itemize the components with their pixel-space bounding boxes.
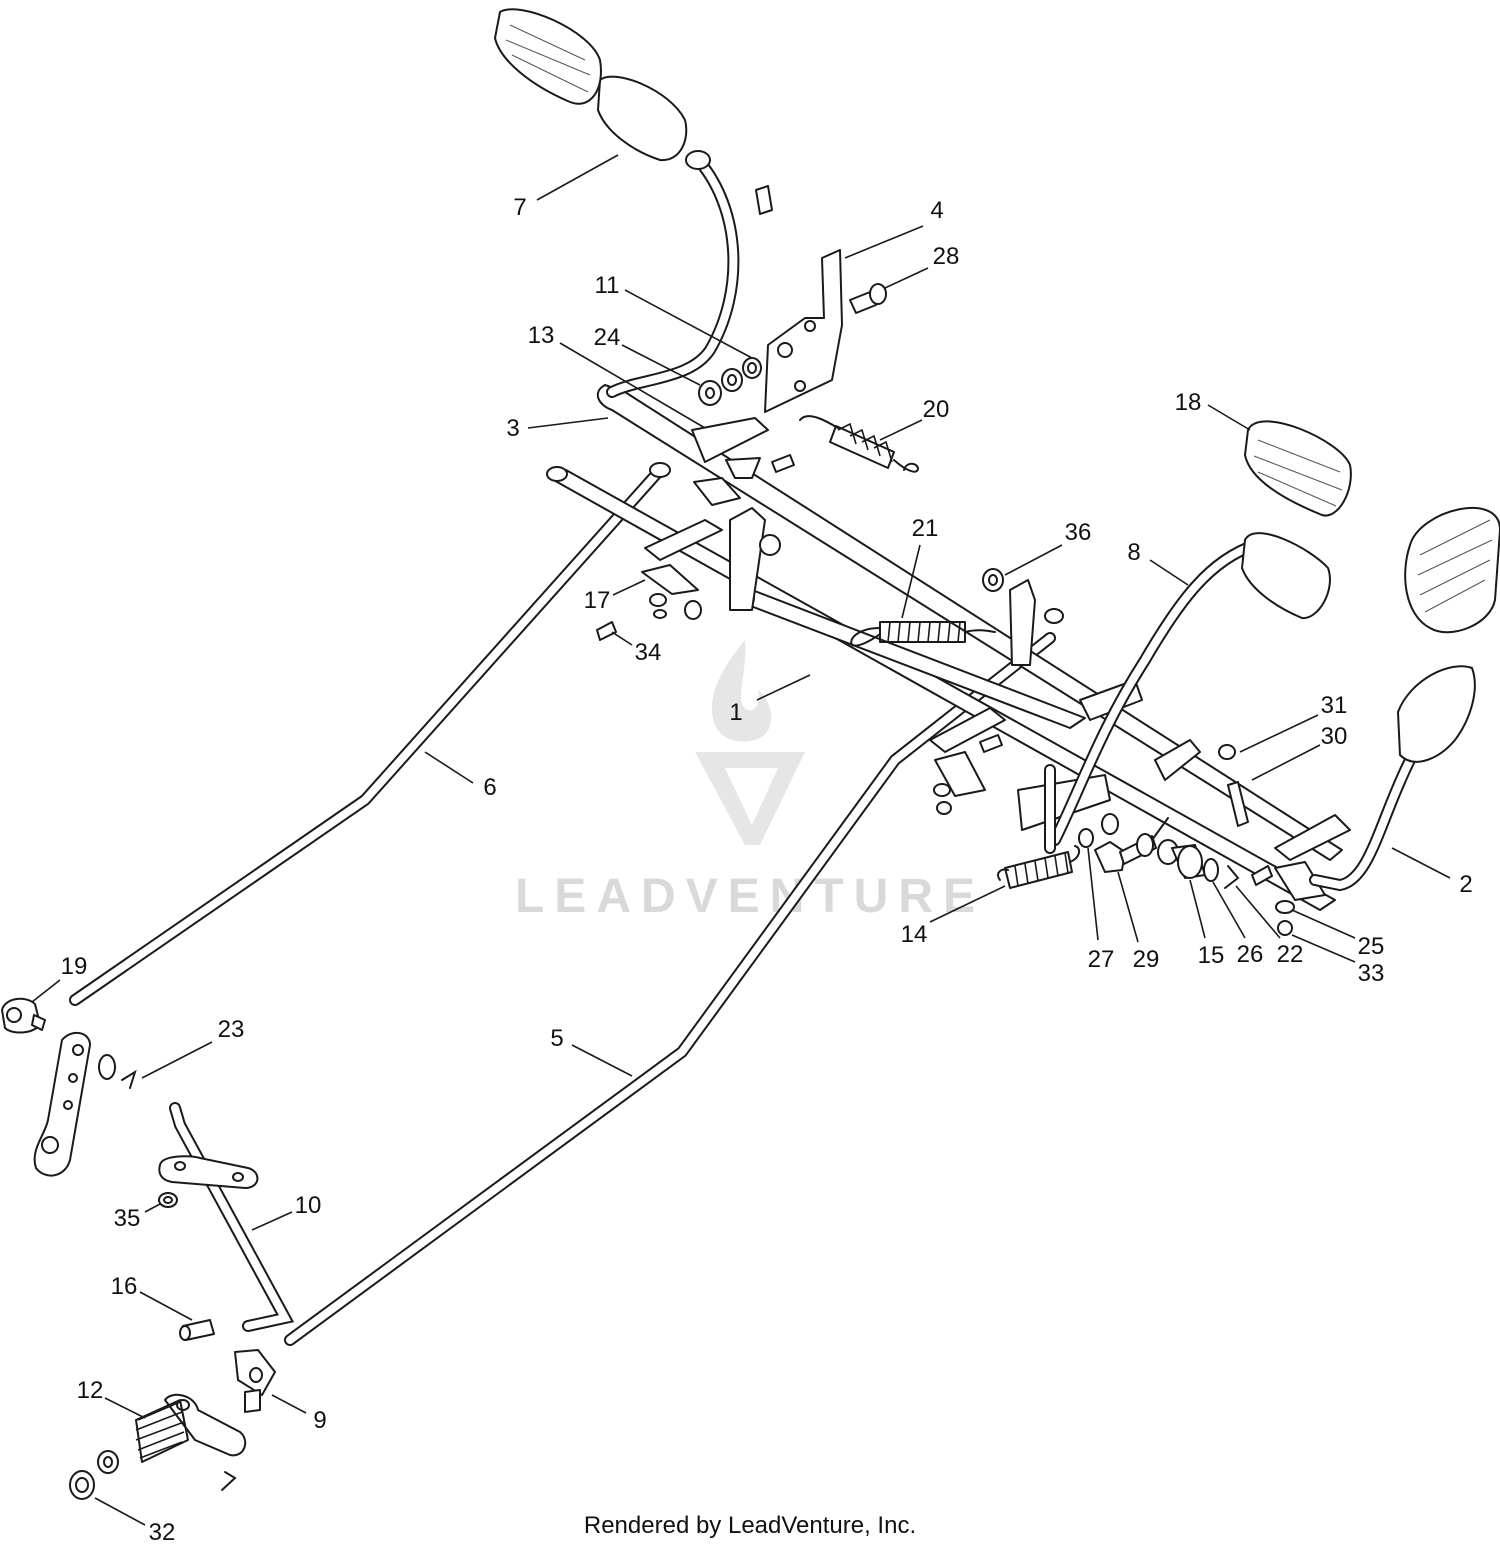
part-pedal-tread-upper (494, 8, 602, 105)
part-pedal-tread-18 (1244, 420, 1352, 517)
callout-5: 5 (550, 1025, 563, 1052)
part-cross-shaft-1 (546, 466, 1336, 911)
callout-25: 25 (1358, 933, 1385, 960)
callout-7: 7 (513, 194, 526, 221)
callout-29: 29 (1133, 946, 1160, 973)
part-clevis-19 (1, 997, 46, 1034)
callout-13: 13 (528, 322, 555, 349)
callout-17: 17 (584, 587, 611, 614)
footer-credit: Rendered by LeadVenture, Inc. (0, 1512, 1500, 1540)
part-pedal-pad-7 (597, 75, 688, 162)
part-bracket-4 (764, 249, 843, 413)
part-nut-35 (158, 1192, 178, 1208)
watermark: LEADVENTURE (515, 640, 985, 923)
callout-26: 26 (1237, 941, 1264, 968)
shaft-brackets (641, 417, 1351, 901)
callout-16: 16 (111, 1273, 138, 1300)
part-pedal-arm-2 (1309, 754, 1416, 892)
watermark-v-icon (695, 752, 805, 845)
part-spring-20 (799, 415, 920, 473)
callout-4: 4 (930, 197, 943, 224)
part-spring-arm-12 (135, 1393, 247, 1491)
callout-23: 23 (218, 1016, 245, 1043)
callout-24: 24 (594, 324, 621, 351)
callout-20: 20 (923, 396, 950, 423)
small-pins (596, 185, 1273, 886)
callout-36: 36 (1065, 519, 1092, 546)
part-pin-16 (179, 1319, 215, 1341)
callout-21: 21 (912, 515, 939, 542)
callout-22: 22 (1277, 941, 1304, 968)
callout-27: 27 (1088, 946, 1115, 973)
part-rod-10 (158, 1102, 295, 1332)
part-pedal-arm-7 (606, 150, 740, 398)
part-pedal-pad-2 (1397, 665, 1476, 763)
part-rod-5 (284, 608, 1064, 1346)
part-spring-21 (850, 621, 996, 647)
callout-11: 11 (595, 272, 620, 299)
callout-31: 31 (1321, 692, 1348, 719)
part-nut-32 (69, 1450, 119, 1500)
callout-15: 15 (1198, 942, 1225, 969)
callout-3: 3 (506, 415, 519, 442)
part-spring-14 (997, 845, 1081, 889)
small-hardware (649, 568, 1295, 936)
watermark-text: LEADVENTURE (515, 870, 985, 923)
callout-12: 12 (77, 1377, 104, 1404)
callout-32: 32 (149, 1519, 176, 1546)
callout-33: 33 (1358, 960, 1385, 987)
part-rod-6 (69, 462, 671, 1006)
callout-30: 30 (1321, 723, 1348, 750)
callout-6: 6 (483, 774, 496, 801)
callout-2: 2 (1459, 871, 1472, 898)
callouts: 7 4 28 11 13 24 3 20 18 21 36 8 17 34 1 … (61, 194, 1473, 1546)
callout-8: 8 (1127, 539, 1140, 566)
callout-1: 1 (729, 699, 742, 726)
part-washers-24-11 (698, 357, 762, 406)
callout-35: 35 (114, 1205, 141, 1232)
callout-19: 19 (61, 953, 88, 980)
part-bracket-9 (234, 1349, 276, 1413)
watermark-flame-icon (711, 640, 772, 742)
part-pedal-pad-8 (1241, 532, 1331, 620)
part-pedal-arm-8 (1044, 539, 1261, 854)
parts-pivot-hardware (1078, 813, 1240, 889)
leader-lines (31, 154, 1451, 1526)
callout-18: 18 (1175, 389, 1202, 416)
footer-text: Rendered by LeadVenture, Inc. (583, 1512, 917, 1539)
part-bolt-28 (849, 283, 887, 314)
callout-10: 10 (295, 1192, 322, 1219)
callout-34: 34 (635, 639, 662, 666)
callout-14: 14 (901, 921, 928, 948)
part-link-arm (33, 1031, 137, 1177)
callout-28: 28 (933, 243, 960, 270)
callout-9: 9 (313, 1407, 326, 1434)
part-pedal-tread-right (1404, 506, 1500, 634)
part-pedal-frame-3 (596, 384, 1343, 861)
